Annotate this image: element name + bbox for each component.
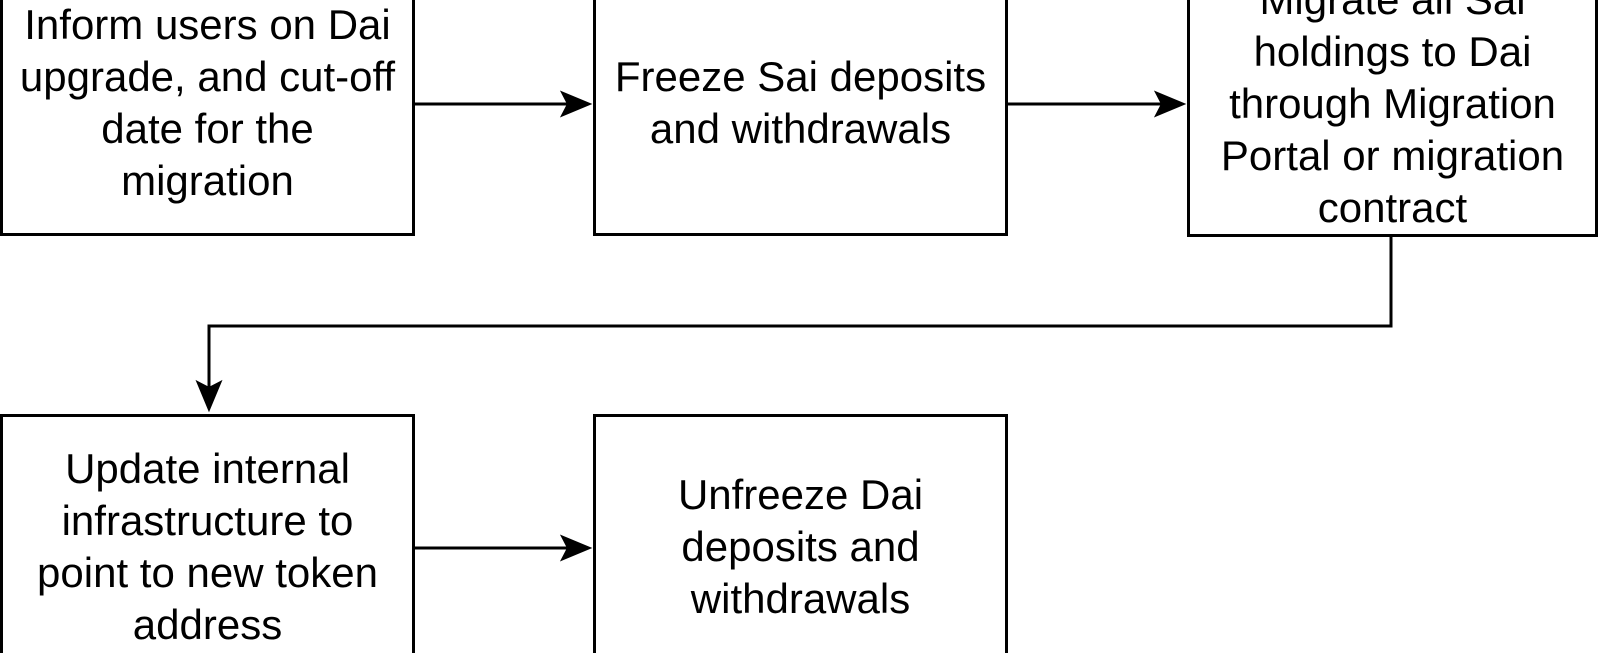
- flowchart-node-unfreeze-dai: Unfreeze Dai deposits and withdrawals: [593, 414, 1008, 653]
- arrowhead-down-icon: [195, 379, 223, 413]
- node-label-unfreeze-dai: Unfreeze Dai deposits and withdrawals: [677, 471, 924, 622]
- arrow-update-to-unfreeze: [415, 534, 593, 562]
- node-label-freeze-sai: Freeze Sai deposits and withdrawals: [614, 53, 987, 152]
- node-label-update-infra: Update internal infrastructure to point …: [37, 445, 378, 648]
- node-label-inform-users: Inform users on Dai upgrade, and cut-off…: [19, 1, 396, 204]
- arrow-migrate-to-update: [195, 237, 1393, 413]
- arrowhead-right-icon: [559, 90, 593, 118]
- arrowhead-right-icon: [1153, 90, 1187, 118]
- flowchart-node-update-infra: Update internal infrastructure to point …: [0, 414, 415, 653]
- flowchart-node-migrate-sai: Migrate all Sai holdings to Dai through …: [1187, 0, 1598, 237]
- node-label-migrate-sai: Migrate all Sai holdings to Dai through …: [1220, 0, 1565, 231]
- flowchart-node-inform-users: Inform users on Dai upgrade, and cut-off…: [0, 0, 415, 236]
- arrowhead-right-icon: [559, 534, 593, 562]
- arrow-inform-to-freeze: [415, 90, 593, 118]
- arrow-freeze-to-migrate: [1008, 90, 1187, 118]
- flowchart-node-freeze-sai: Freeze Sai deposits and withdrawals: [593, 0, 1008, 236]
